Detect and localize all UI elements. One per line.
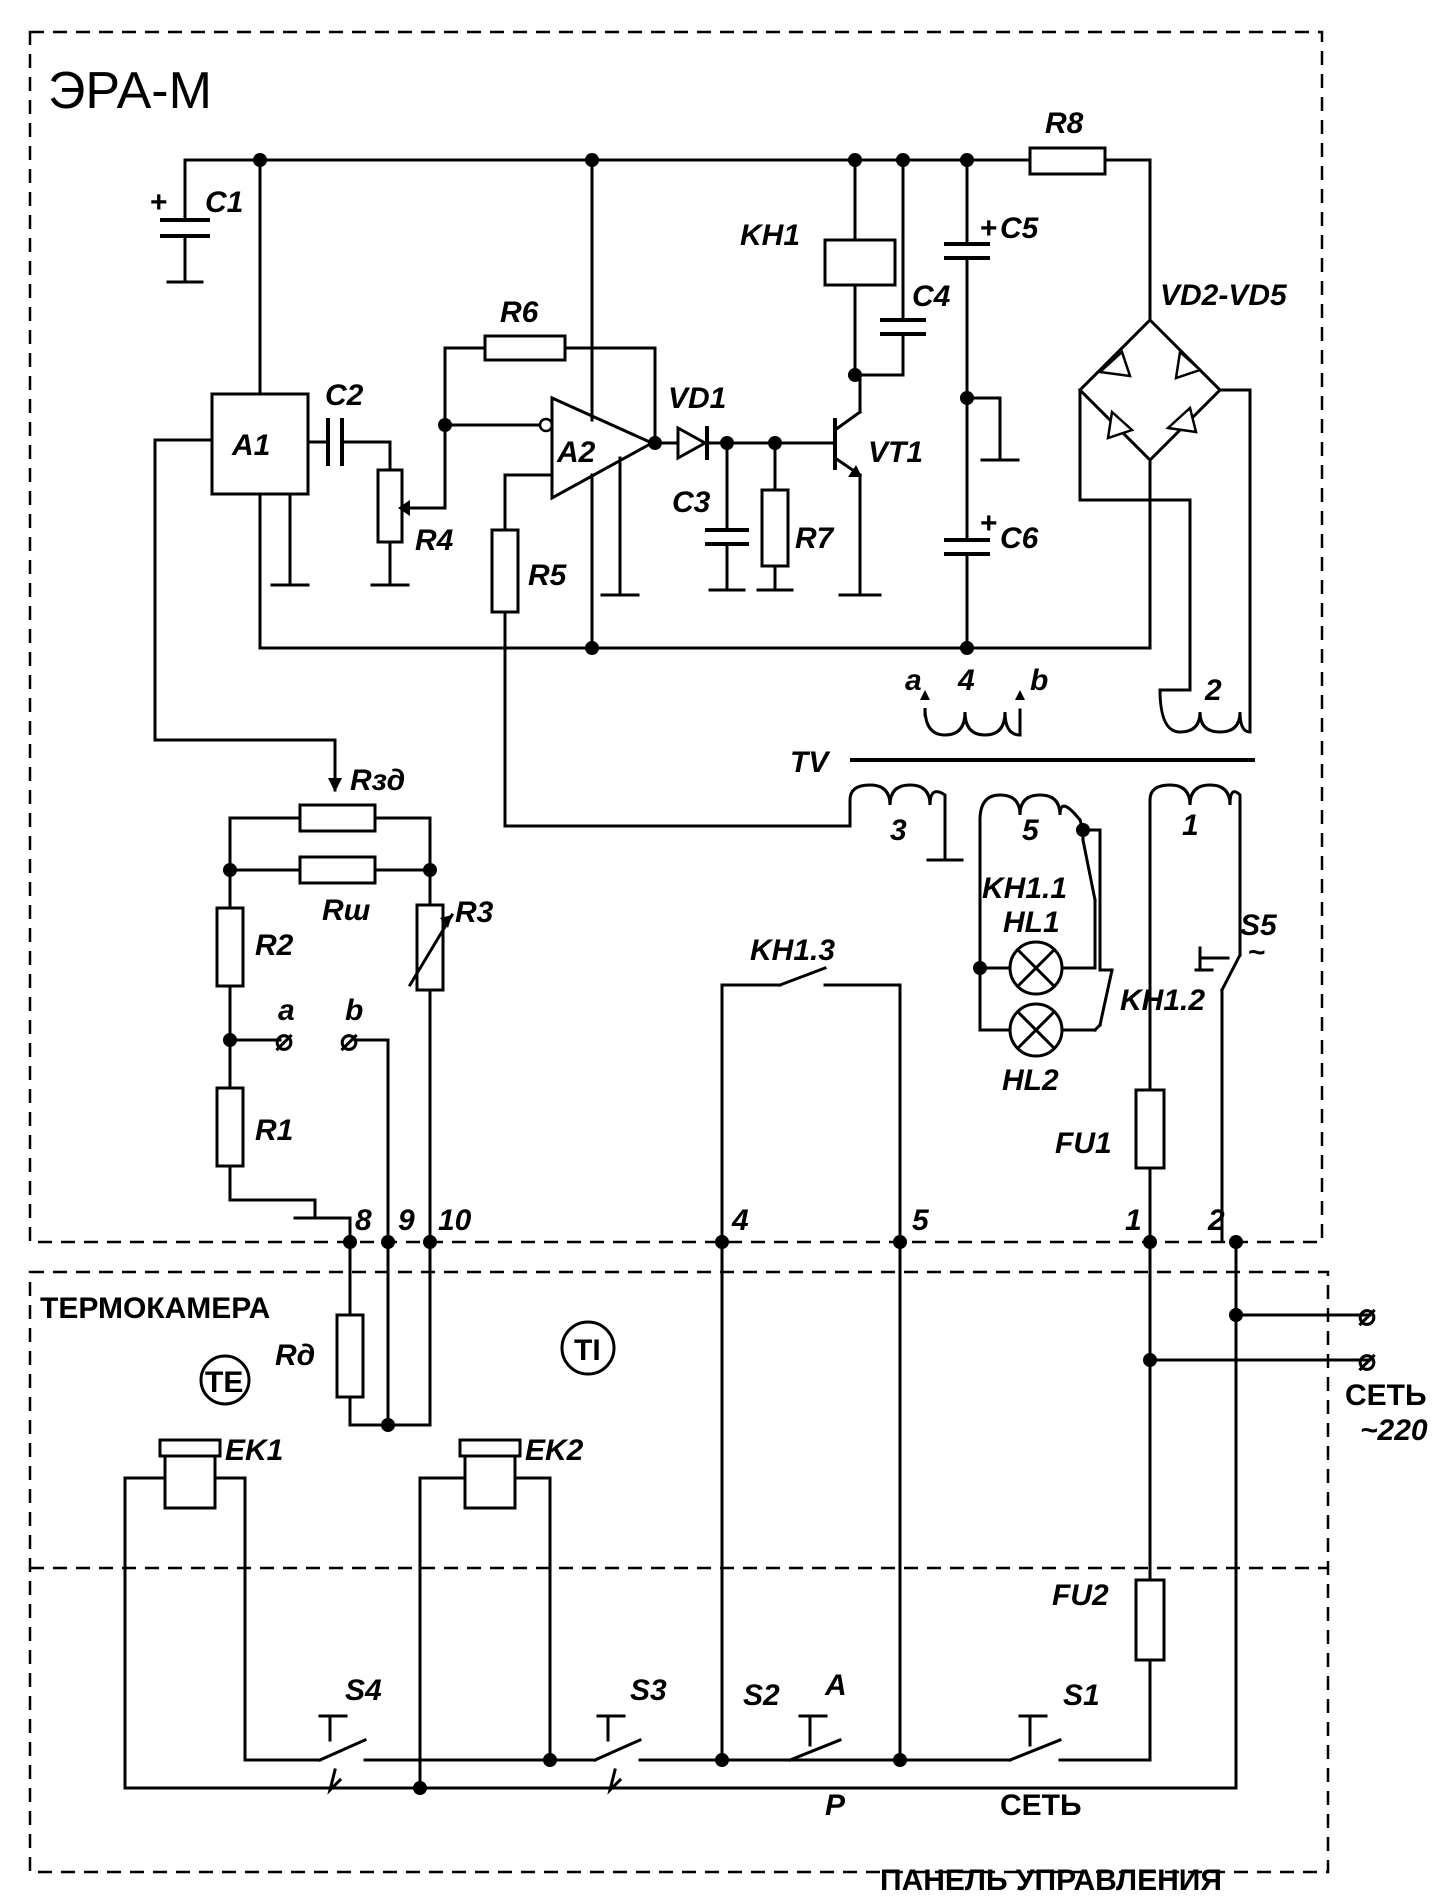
transformer-tv: TV 2 a 4 b 3 5 1 (790, 664, 1255, 942)
terminal-9-label: 9 (398, 1204, 415, 1237)
diode-vd1-c3-r7: VD1 C3 R7 (650, 382, 837, 592)
svg-text:+: + (980, 507, 998, 540)
mains-voltage-label: ~220 (1360, 1414, 1428, 1447)
capacitor-c1: + C1 (150, 158, 243, 284)
terminal-8-label: 8 (355, 1204, 372, 1237)
mains-input: ⌀ ⌀ СЕТЬ ~220 (1143, 1240, 1428, 1790)
svg-text:⌀: ⌀ (1358, 1344, 1376, 1377)
c6-label: C6 (1000, 522, 1039, 555)
s5-label: S5 (1240, 909, 1278, 942)
c4-label: C4 (912, 280, 951, 313)
a2-label: A2 (556, 436, 596, 469)
winding-4-b-label: b (1030, 664, 1048, 697)
terminal-10-label: 10 (438, 1204, 472, 1237)
a1-label: A1 (231, 429, 270, 462)
capacitor-c2-and-r4: C2 R4 (306, 379, 454, 587)
winding-2-label: 2 (1204, 674, 1222, 707)
r8-label: R8 (1045, 107, 1084, 140)
mains-label: СЕТЬ (1345, 1379, 1427, 1412)
svg-text:~: ~ (1248, 936, 1266, 969)
contact-kh1-3: KH1.3 (720, 934, 902, 1244)
c3-label: C3 (672, 486, 711, 519)
kh1-1-label: KH1.1 (982, 872, 1067, 905)
terminal-strip: 8 9 10 4 5 1 2 (343, 1204, 1243, 1249)
era-m-enclosure (28, 30, 1324, 1244)
c5-label: C5 (1000, 212, 1040, 245)
tv-label: TV (790, 746, 831, 779)
capacitors-c5-c6: + C5 + C6 (944, 158, 1040, 650)
r2-label: R2 (255, 929, 294, 962)
s2-label: S2 (743, 1679, 780, 1712)
measurement-bridge: Rзд Rш R2 a ⌀ b ⌀ R1 R3 (215, 764, 494, 1242)
rzd-label: Rзд (350, 764, 405, 797)
s2-p-label: Р (825, 1789, 846, 1822)
r1-label: R1 (255, 1114, 293, 1147)
terminal-4-label: 4 (731, 1204, 749, 1237)
c1-label: C1 (205, 186, 243, 219)
r4-label: R4 (415, 524, 454, 557)
r7-label: R7 (795, 522, 835, 555)
svg-text:+: + (150, 186, 168, 219)
ti-label: TI (574, 1334, 601, 1367)
s1-caption: СЕТЬ (1000, 1789, 1082, 1822)
fuse-fu1: FU1 (1055, 898, 1166, 1242)
switch-s5: S5 ~ (1194, 909, 1278, 1242)
r5-label: R5 (528, 559, 568, 592)
te-label: TE (205, 1366, 243, 1399)
winding-5-label: 5 (1022, 814, 1040, 847)
bridge-label: VD2-VD5 (1160, 279, 1288, 312)
svg-text:⌀: ⌀ (275, 1024, 293, 1057)
ek2-label: EK2 (525, 1434, 584, 1467)
kh1-3-label: KH1.3 (750, 934, 835, 967)
terminal-5-label: 5 (912, 1204, 930, 1237)
hl1-label: HL1 (1003, 906, 1060, 939)
s1-label: S1 (1063, 1679, 1100, 1712)
te-symbol (199, 1354, 251, 1406)
winding-3-label: 3 (890, 814, 907, 847)
control-panel-label: ПАНЕЛЬ УПРАВЛЕНИЯ (880, 1864, 1222, 1896)
svg-text:⌀: ⌀ (340, 1024, 358, 1057)
resistor-r8: R8 (965, 107, 1107, 176)
vt1-label: VT1 (868, 436, 923, 469)
s4-label: S4 (345, 1674, 382, 1707)
c2-label: C2 (325, 379, 364, 412)
vd1-label: VD1 (668, 382, 726, 415)
s3-label: S3 (630, 1674, 667, 1707)
lower-enclosure (28, 1270, 1330, 1874)
terminal-1-label: 1 (1125, 1204, 1142, 1237)
s2-a-label: А (824, 1669, 847, 1702)
winding-4-label: 4 (957, 664, 975, 697)
block-a1: A1 (153, 158, 342, 792)
winding-1-label: 1 (1182, 809, 1199, 842)
fu1-label: FU1 (1055, 1127, 1112, 1160)
rd-label: Rд (275, 1339, 315, 1372)
ti-symbol (560, 1320, 616, 1376)
ek1-label: EK1 (225, 1434, 283, 1467)
rsh-label: Rш (322, 894, 371, 927)
svg-text:+: + (980, 212, 998, 245)
r6-label: R6 (500, 296, 539, 329)
winding-4-a-label: a (905, 664, 922, 697)
kh1-2-label: KH1.2 (1120, 984, 1205, 1017)
diode-bridge: VD2-VD5 (1077, 279, 1288, 692)
fu2-label: FU2 (1052, 1579, 1109, 1612)
hl2-label: HL2 (1002, 1064, 1059, 1097)
device-title: ЭРА-М (48, 62, 212, 120)
terminal-b-label: b (345, 994, 363, 1027)
r3-label: R3 (455, 896, 494, 929)
thermochamber-label: ТЕРМОКАМЕРА (40, 1292, 270, 1325)
terminal-2-label: 2 (1207, 1204, 1225, 1237)
opamp-a2-and-r6: R6 A2 R5 (438, 158, 852, 828)
terminal-a-label: a (278, 994, 295, 1027)
kh1-label: KH1 (740, 219, 800, 252)
indicator-lamps: KH1.1 HL1 KH1.2 HL2 (973, 818, 1205, 1097)
svg-text:⌀: ⌀ (1358, 1299, 1376, 1332)
thermochamber: ТЕРМОКАМЕРА Rд TE TI EK1 EK2 (40, 1240, 1238, 1795)
transistor-vt1-relay-kh1: VT1 KH1 C4 (740, 158, 951, 597)
control-panel: FU2 S4 S3 S2 А Р S1 СЕТЬ (318, 1240, 1222, 1896)
